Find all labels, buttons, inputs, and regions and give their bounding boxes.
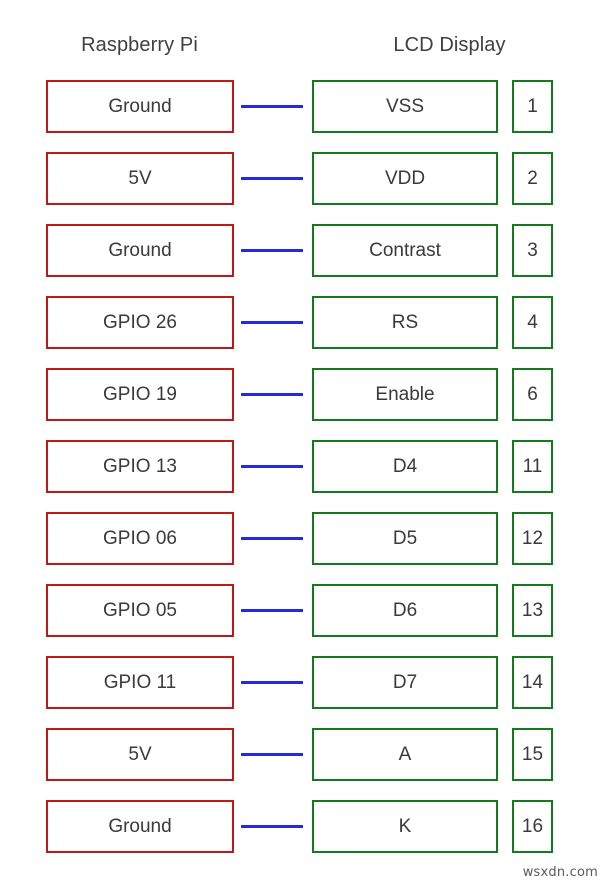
rpi-pin-box[interactable]: 5V (46, 728, 234, 781)
column-header-lcd-display: LCD Display (393, 34, 506, 56)
mapping-row: GPIO 19 Enable 6 (0, 368, 607, 421)
mapping-row: Ground VSS 1 (0, 80, 607, 133)
lcd-pin-box[interactable]: D5 (312, 512, 498, 565)
mapping-row: GPIO 11 D7 14 (0, 656, 607, 709)
mapping-row: GPIO 06 D5 12 (0, 512, 607, 565)
lcd-pin-number-box[interactable]: 11 (512, 440, 553, 493)
mapping-row: GPIO 13 D4 11 (0, 440, 607, 493)
lcd-pin-number-box[interactable]: 2 (512, 152, 553, 205)
rpi-pin-box[interactable]: Ground (46, 800, 234, 853)
mapping-row: 5V VDD 2 (0, 152, 607, 205)
lcd-pin-box[interactable]: A (312, 728, 498, 781)
mapping-row: Ground Contrast 3 (0, 224, 607, 277)
mapping-row: Ground K 16 (0, 800, 607, 853)
lcd-pin-box[interactable]: RS (312, 296, 498, 349)
lcd-pin-box[interactable]: D7 (312, 656, 498, 709)
connector-wire (241, 105, 303, 108)
rpi-pin-box[interactable]: Ground (46, 80, 234, 133)
connector-wire (241, 393, 303, 396)
connector-wire (241, 321, 303, 324)
rpi-pin-box[interactable]: Ground (46, 224, 234, 277)
mapping-row: GPIO 05 D6 13 (0, 584, 607, 637)
connector-wire (241, 609, 303, 612)
lcd-pin-box[interactable]: D4 (312, 440, 498, 493)
lcd-pin-box[interactable]: K (312, 800, 498, 853)
rpi-pin-box[interactable]: GPIO 26 (46, 296, 234, 349)
rpi-pin-box[interactable]: GPIO 19 (46, 368, 234, 421)
lcd-pin-number-box[interactable]: 15 (512, 728, 553, 781)
lcd-pin-box[interactable]: Enable (312, 368, 498, 421)
lcd-pin-box[interactable]: D6 (312, 584, 498, 637)
lcd-pin-box[interactable]: VSS (312, 80, 498, 133)
lcd-pin-number-box[interactable]: 3 (512, 224, 553, 277)
connector-wire (241, 681, 303, 684)
lcd-pin-number-box[interactable]: 6 (512, 368, 553, 421)
rpi-pin-box[interactable]: GPIO 11 (46, 656, 234, 709)
lcd-pin-number-box[interactable]: 13 (512, 584, 553, 637)
column-header-raspberry-pi: Raspberry Pi (81, 34, 198, 56)
rpi-pin-box[interactable]: GPIO 06 (46, 512, 234, 565)
watermark: wsxdn.com (522, 865, 598, 880)
lcd-pin-number-box[interactable]: 14 (512, 656, 553, 709)
lcd-pin-box[interactable]: VDD (312, 152, 498, 205)
mapping-row: GPIO 26 RS 4 (0, 296, 607, 349)
connector-wire (241, 249, 303, 252)
connector-wire (241, 177, 303, 180)
rpi-pin-box[interactable]: GPIO 13 (46, 440, 234, 493)
connector-wire (241, 465, 303, 468)
lcd-pin-number-box[interactable]: 4 (512, 296, 553, 349)
lcd-pin-number-box[interactable]: 16 (512, 800, 553, 853)
rpi-pin-box[interactable]: 5V (46, 152, 234, 205)
lcd-pin-number-box[interactable]: 1 (512, 80, 553, 133)
mapping-row: 5V A 15 (0, 728, 607, 781)
lcd-pin-box[interactable]: Contrast (312, 224, 498, 277)
rpi-pin-box[interactable]: GPIO 05 (46, 584, 234, 637)
connector-wire (241, 825, 303, 828)
connector-wire (241, 753, 303, 756)
lcd-pin-number-box[interactable]: 12 (512, 512, 553, 565)
connector-wire (241, 537, 303, 540)
